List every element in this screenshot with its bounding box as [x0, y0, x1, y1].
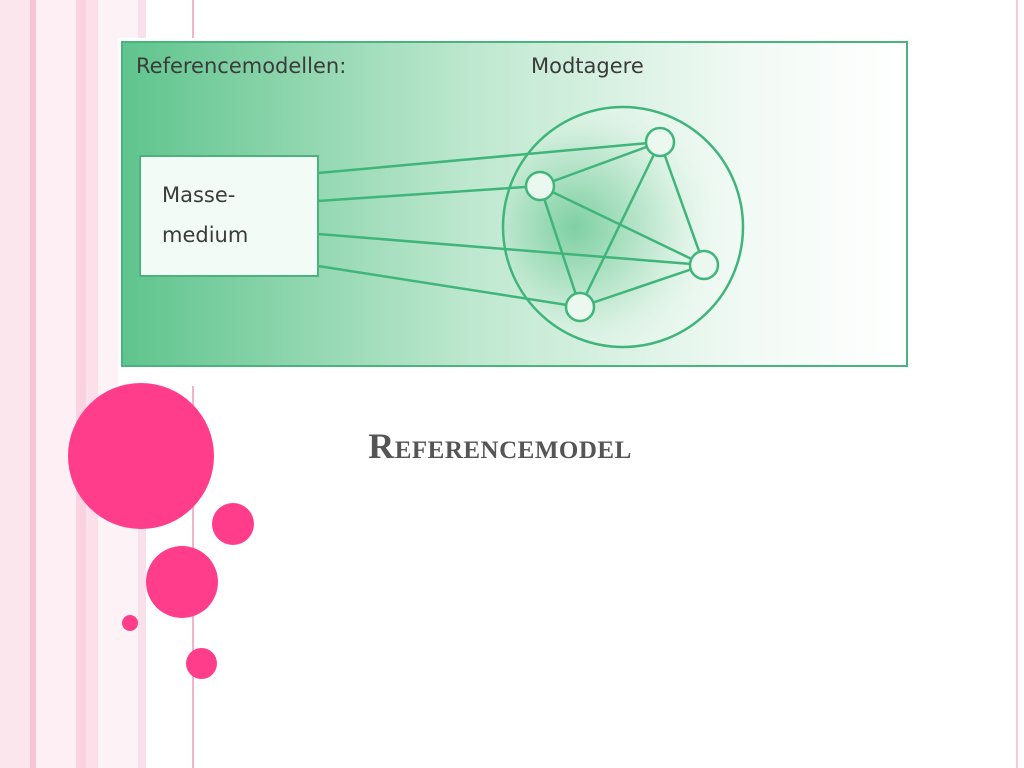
mass-medium-box — [139, 155, 319, 277]
broadcast-line — [317, 232, 705, 267]
reference-model-diagram: Referencemodellen: Modtagere Masse- medi… — [118, 38, 918, 386]
decor-rule — [1016, 0, 1018, 768]
receiver-node — [524, 170, 556, 202]
broadcast-line — [317, 264, 581, 309]
diagram-label-receivers: Modtagere — [531, 54, 644, 78]
decor-dot — [146, 546, 218, 618]
diagram-label-source-line2: medium — [162, 223, 249, 247]
decor-stripe — [76, 0, 86, 768]
decor-dot — [122, 615, 138, 631]
decor-dot — [212, 503, 254, 545]
receiver-node — [688, 249, 720, 281]
slide-title: Referencemodel — [368, 426, 632, 466]
decor-dot — [68, 383, 214, 529]
diagram-label-source-line1: Masse- — [162, 183, 236, 207]
decor-stripe — [30, 0, 36, 768]
network-line — [538, 185, 582, 308]
diagram-label-model: Referencemodellen: — [136, 54, 347, 78]
decor-stripe — [0, 0, 30, 768]
receiver-node — [564, 291, 596, 323]
network-line — [658, 141, 706, 266]
receiver-node — [644, 126, 676, 158]
decor-dot — [186, 648, 217, 679]
network-line — [539, 140, 661, 188]
network-line — [539, 184, 705, 267]
broadcast-line — [317, 140, 661, 175]
broadcast-line — [317, 184, 541, 203]
decor-stripe — [36, 0, 76, 768]
decor-stripe — [86, 0, 98, 768]
network-line — [579, 263, 705, 309]
network-line — [578, 141, 662, 308]
diagram-graphic — [121, 41, 908, 367]
